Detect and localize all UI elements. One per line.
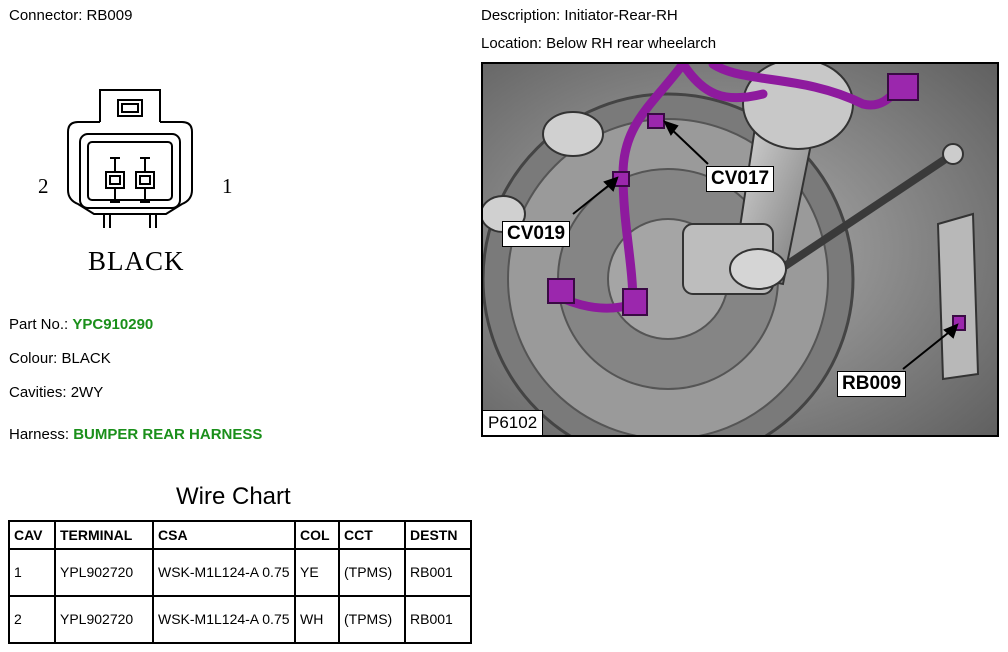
callout-cv017: CV017: [706, 166, 775, 192]
part-no-line: Part No.: YPC910290: [9, 316, 153, 333]
cell-cav: 1: [8, 548, 56, 597]
cavities-value: 2WY: [70, 384, 104, 401]
colour-value: BLACK: [61, 350, 111, 367]
cell-cct: (TPMS): [338, 548, 406, 597]
col-header-terminal: TERMINAL: [54, 520, 154, 550]
harness-label: Harness:: [9, 426, 70, 443]
location-line: Location: Below RH rear wheelarch: [481, 35, 716, 52]
cell-cav: 2: [8, 595, 56, 644]
connector-face-icon: [67, 89, 193, 228]
cell-terminal: YPL902720: [54, 595, 154, 644]
col-header-destn: DESTN: [404, 520, 472, 550]
cell-csa: WSK-M1L124-A 0.75: [152, 548, 296, 597]
pin-2-label: 2: [38, 174, 49, 198]
cell-destn: RB001: [404, 595, 472, 644]
part-no-value: YPC910290: [72, 316, 154, 333]
connector-label: Connector:: [9, 7, 83, 24]
col-header-cct: CCT: [338, 520, 406, 550]
colour-label: Colour:: [9, 350, 58, 367]
description-line: Description: Initiator-Rear-RH: [481, 7, 678, 24]
col-header-cav: CAV: [8, 520, 56, 550]
part-no-label: Part No.:: [9, 316, 69, 333]
connector-diagram: 2 1 BLACK: [30, 82, 240, 282]
callout-rb009: RB009: [837, 371, 907, 397]
cell-csa: WSK-M1L124-A 0.75: [152, 595, 296, 644]
wheelarch-illustration-icon: [483, 64, 997, 435]
cell-cct: (TPMS): [338, 595, 406, 644]
connector-line: Connector: RB009: [9, 7, 132, 24]
diagram-colour-text: BLACK: [88, 246, 185, 276]
table-header-row: CAV TERMINAL CSA COL CCT DESTN: [8, 520, 472, 550]
table-row: 1 YPL902720 WSK-M1L124-A 0.75 YE (TPMS) …: [8, 548, 472, 597]
location-value: Below RH rear wheelarch: [546, 35, 717, 52]
description-value: Initiator-Rear-RH: [564, 7, 678, 24]
harness-value: BUMPER REAR HARNESS: [73, 426, 263, 443]
cell-col: YE: [294, 548, 340, 597]
cell-terminal: YPL902720: [54, 548, 154, 597]
cell-col: WH: [294, 595, 340, 644]
callout-cv019: CV019: [502, 221, 571, 247]
location-photo: CV017 CV019 RB009 P6102: [481, 62, 999, 437]
cavities-label: Cavities:: [9, 384, 67, 401]
photo-reference: P6102: [483, 410, 544, 435]
cell-destn: RB001: [404, 548, 472, 597]
description-label: Description:: [481, 7, 561, 24]
harness-line: Harness: BUMPER REAR HARNESS: [9, 426, 262, 443]
col-header-col: COL: [294, 520, 340, 550]
colour-line: Colour: BLACK: [9, 350, 111, 367]
wire-chart-title: Wire Chart: [176, 483, 291, 510]
table-row: 2 YPL902720 WSK-M1L124-A 0.75 WH (TPMS) …: [8, 595, 472, 644]
wire-chart-table: CAV TERMINAL CSA COL CCT DESTN 1 YPL9027…: [8, 520, 472, 644]
connector-value: RB009: [86, 7, 133, 24]
cavities-line: Cavities: 2WY: [9, 384, 103, 401]
location-label: Location:: [481, 35, 542, 52]
pin-1-label: 1: [222, 174, 233, 198]
col-header-csa: CSA: [152, 520, 296, 550]
